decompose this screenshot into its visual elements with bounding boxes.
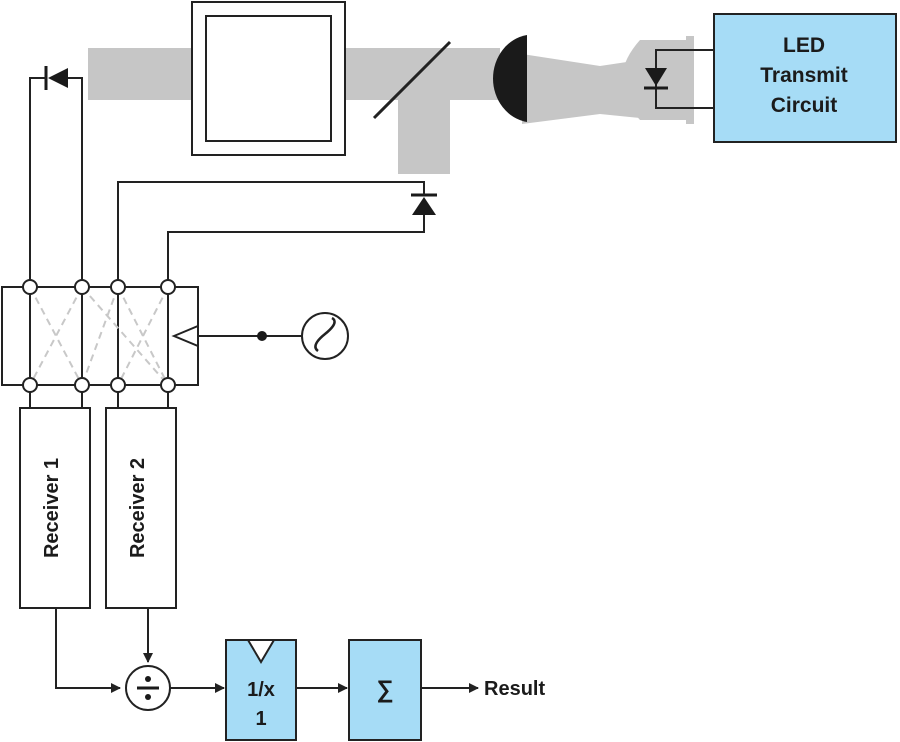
led-block-line3: Circuit [771,94,838,117]
reference-photodiode-icon [411,193,437,215]
led-beam-cone [522,54,640,124]
divide-icon [125,665,171,711]
led-housing-rim [686,36,694,124]
reciprocal-bottom-label: 1 [255,708,266,730]
led-block-line1: LED [783,34,825,57]
beam-splitter [372,40,452,120]
multiplexer-switch [1,279,199,393]
receiver-2-block: Receiver 2 [105,392,177,609]
photodiode-wiring [29,77,425,287]
result-label: Result [484,678,545,700]
light-beam [88,36,694,174]
lens [493,35,527,122]
processing-chain: 1/x 1 ∑ Result [55,608,545,741]
led-diode-icon [644,49,714,109]
reciprocal-block: 1/x 1 [225,639,297,741]
reference-beam [398,92,450,174]
sum-symbol: ∑ [376,676,393,703]
oscillator-icon [301,312,349,360]
led-block-line2: Transmit [760,64,848,87]
sample-photodiode-icon [44,66,68,90]
receiver-1-block: Receiver 1 [19,392,91,609]
sample-cuvette [191,1,346,156]
reciprocal-top-label: 1/x [247,679,275,701]
receiver-1-label: Receiver 1 [41,458,63,558]
led-transmit-circuit-block: LED Transmit Circuit [713,13,897,143]
sum-block: ∑ [348,639,422,741]
oscillator-source [198,312,349,360]
clock-input-triangle-icon [246,639,276,664]
receiver-2-label: Receiver 2 [127,458,149,558]
